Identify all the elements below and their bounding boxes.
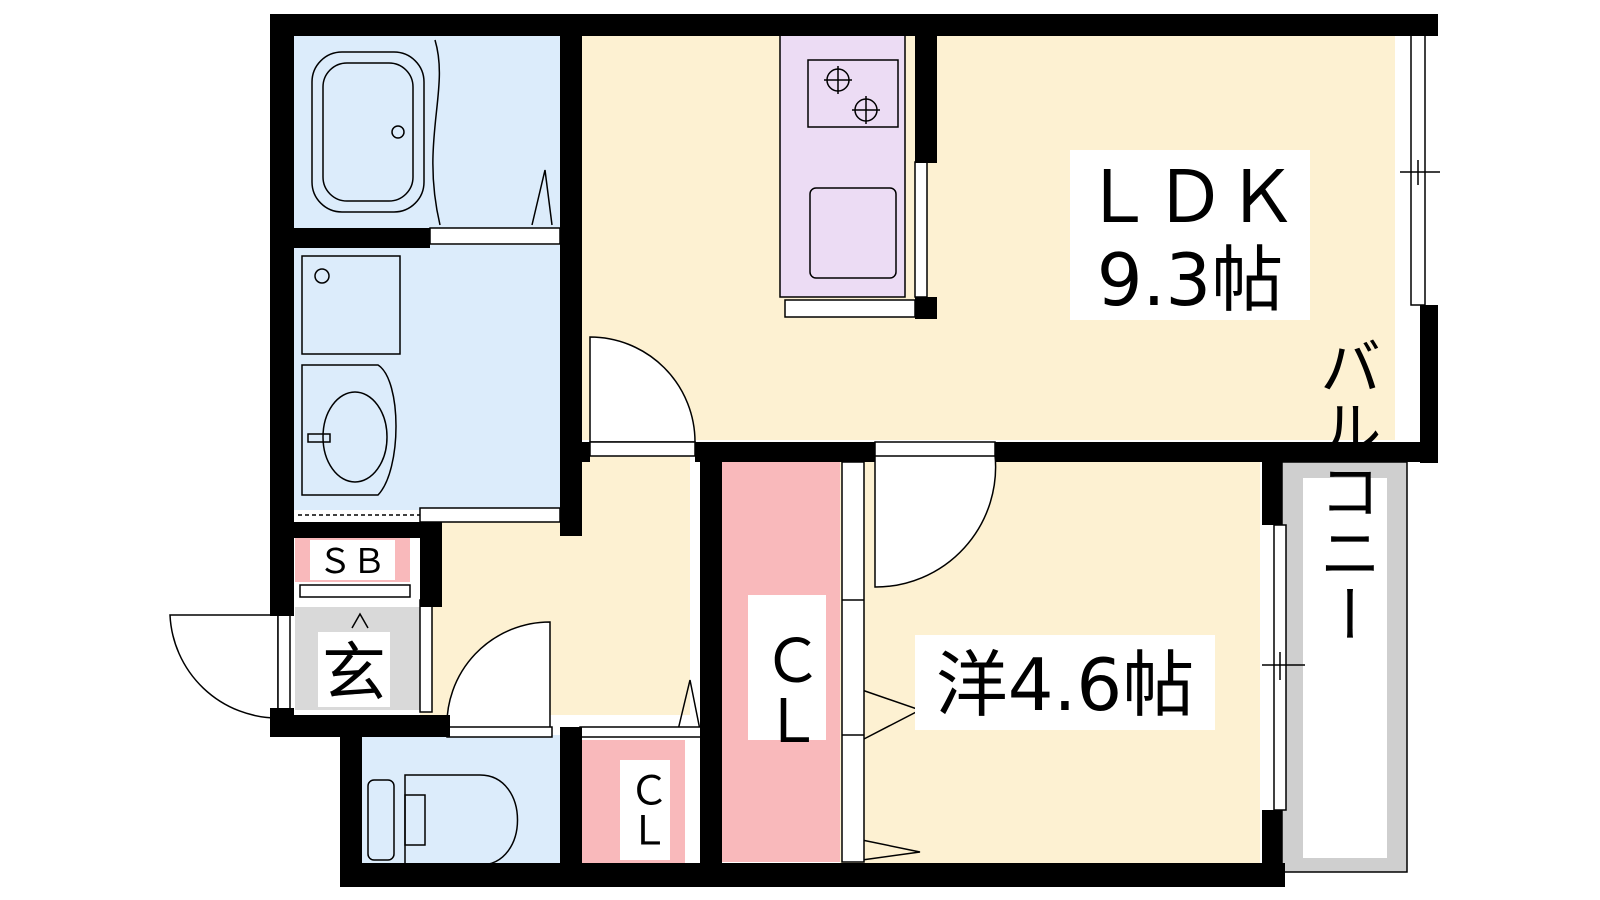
kitchen-partition <box>914 161 928 298</box>
floor-fills <box>290 34 1408 873</box>
entrance-door-frame <box>277 614 291 721</box>
entrance-label: 玄 <box>322 637 386 711</box>
wall-right-ldk <box>1420 305 1438 463</box>
washing-machine <box>301 255 401 355</box>
wall-kitchen-lower <box>915 297 937 319</box>
wall-toilet-right <box>560 727 582 887</box>
wall-ldk-bottom-right <box>995 442 1438 462</box>
ldk-name: ＬＤＫ <box>1082 155 1298 239</box>
balcony-inner <box>1303 478 1387 858</box>
kitchen-counter <box>779 34 906 298</box>
washing-machine-dial-icon <box>314 268 330 284</box>
bathroom-floor <box>290 35 560 230</box>
closet-fold-lower <box>861 839 921 861</box>
wall-washroom-bottom <box>270 522 442 538</box>
ldk-label-bg <box>1070 150 1310 320</box>
washbasin-bowl <box>322 391 388 483</box>
wall-western-right-bottom <box>1262 810 1282 887</box>
closet-large-door <box>841 461 865 863</box>
wall-kitchen <box>915 36 937 163</box>
balcony-label: バルコニー <box>1309 335 1382 645</box>
faucet-icon <box>307 433 331 443</box>
shoe-box-label-bg <box>310 540 395 580</box>
bathtub-inner <box>322 62 414 202</box>
ldk-door-frame <box>589 441 696 457</box>
ldk-size: 9.3帖 <box>1097 238 1284 322</box>
wall-bath-right <box>560 14 582 536</box>
wall-left-entrance <box>270 708 294 737</box>
bathtub-drain-icon <box>391 125 405 139</box>
toilet-tank <box>367 779 395 861</box>
walls <box>270 14 1438 887</box>
western-label-bg <box>915 635 1215 730</box>
entrance-shoe-box-frame <box>299 584 411 598</box>
wall-western-right-top <box>1262 462 1282 525</box>
fixtures <box>298 39 922 866</box>
closet-small-label-bg <box>620 760 670 860</box>
entrance-step-arrow <box>351 612 369 629</box>
toilet-door-frame <box>446 726 553 738</box>
closet-small-door-frame <box>579 726 706 738</box>
stove-top <box>807 59 899 128</box>
bath-door-frame <box>429 227 561 245</box>
wall-bottom <box>340 863 1285 887</box>
ldk-door <box>589 336 696 443</box>
kitchen-sink <box>809 187 897 279</box>
toilet-door <box>446 621 551 731</box>
bathtub <box>311 51 425 213</box>
closet-door-arrow <box>677 679 701 731</box>
entrance-side-frame <box>419 599 433 713</box>
shower-curtain <box>432 39 441 226</box>
toilet-floor <box>360 735 560 865</box>
shoe-box-label: ＳＢ <box>318 542 386 582</box>
entrance-door <box>169 614 279 719</box>
wall-toilet-top <box>360 715 450 737</box>
toilet-seat-hinge <box>404 794 426 846</box>
wall-top <box>270 14 1438 36</box>
western-room-label: 洋4.6帖 <box>936 643 1195 727</box>
wall-ldk-bottom-mid <box>695 442 875 462</box>
closet-large-label-bg <box>748 595 826 740</box>
western-room-door <box>874 454 997 588</box>
entrance-label-bg <box>318 632 390 707</box>
wall-left-upper <box>270 14 294 616</box>
washbasin <box>301 364 397 496</box>
wall-hall-closet <box>700 442 722 887</box>
washroom-door-frame <box>419 507 561 523</box>
wall-right-ldk-top <box>1425 14 1438 35</box>
wall-sb-right <box>420 522 442 607</box>
wall-toilet-left <box>340 737 362 887</box>
western-door-frame <box>874 441 996 457</box>
closet-large-label: ＣＬ <box>752 630 822 750</box>
labels: ＬＤＫ 9.3帖 洋4.6帖 ＣＬ ＣＬ ＳＢ 玄 バルコニー <box>310 150 1382 860</box>
door-swings <box>169 336 997 731</box>
closet-small-label: ＣＬ <box>622 770 668 850</box>
wall-bath-wash <box>270 228 430 248</box>
kitchen-counter-edge <box>784 299 916 318</box>
washroom-floor <box>290 245 560 510</box>
bath-door-arrow <box>531 169 553 226</box>
